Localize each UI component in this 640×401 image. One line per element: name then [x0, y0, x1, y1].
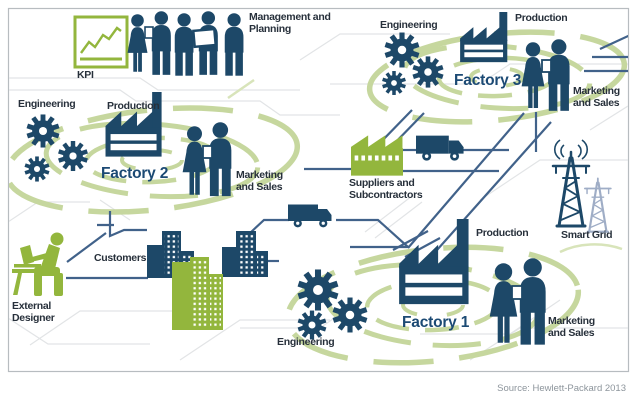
factory1-name: Factory 1: [402, 314, 470, 331]
external-designer-line2: Designer: [12, 312, 55, 325]
management-label-line1: Management and: [249, 11, 331, 23]
factory1-marketing-line2: and Sales: [548, 327, 595, 340]
management-people-icon: [127, 11, 244, 76]
management-label-line2: Planning: [249, 23, 291, 36]
factory2-marketing-label: Marketing and Sales: [236, 169, 283, 194]
factory2-name: Factory 2: [101, 165, 169, 182]
suppliers-label-line2: Subcontractors: [349, 189, 423, 202]
factory2-marketing-line1: Marketing: [236, 169, 283, 181]
source-note: Source: Hewlett-Packard 2013: [497, 383, 626, 394]
factory3-engineering-label: Engineering: [380, 19, 438, 31]
factory1-icon: [297, 219, 546, 345]
suppliers-label-line1: Suppliers and: [349, 177, 415, 189]
external-designer-icon: [12, 232, 64, 296]
factory3-marketing-label: Marketing and Sales: [573, 85, 620, 110]
external-designer-line1: External: [12, 300, 52, 312]
factory1-production-label: Production: [476, 227, 529, 239]
factory1-engineering-label: Engineering: [277, 336, 335, 348]
kpi-label: KPI: [77, 69, 94, 81]
factory1-marketing-line1: Marketing: [548, 315, 595, 327]
factory3-production-label: Production: [515, 12, 568, 24]
factory3-marketing-line2: and Sales: [573, 97, 620, 110]
factory2-icon: [24, 92, 232, 197]
smart-grid-label: Smart Grid: [561, 229, 613, 241]
green-accent-lines: [227, 78, 623, 254]
factory3-marketing-line1: Marketing: [573, 85, 620, 97]
factory2-production-label: Production: [107, 100, 160, 112]
management-label: Management and Planning: [249, 11, 331, 36]
wifi-waves-icon: [553, 139, 589, 160]
factory1-marketing-label: Marketing and Sales: [548, 315, 595, 340]
suppliers-label: Suppliers and Subcontractors: [349, 177, 423, 202]
kpi-chart-icon: [73, 15, 129, 69]
customers-label: Customers: [94, 252, 147, 264]
customers-buildings-icon: [147, 231, 268, 330]
factory3-name: Factory 3: [454, 72, 522, 89]
transmission-tower-icon: [551, 139, 612, 233]
factory3-icon: [382, 12, 570, 111]
external-designer-label: External Designer: [12, 300, 55, 325]
factory2-engineering-label: Engineering: [18, 98, 76, 110]
factory2-marketing-line2: and Sales: [236, 181, 283, 194]
connector-lines: [66, 34, 628, 280]
